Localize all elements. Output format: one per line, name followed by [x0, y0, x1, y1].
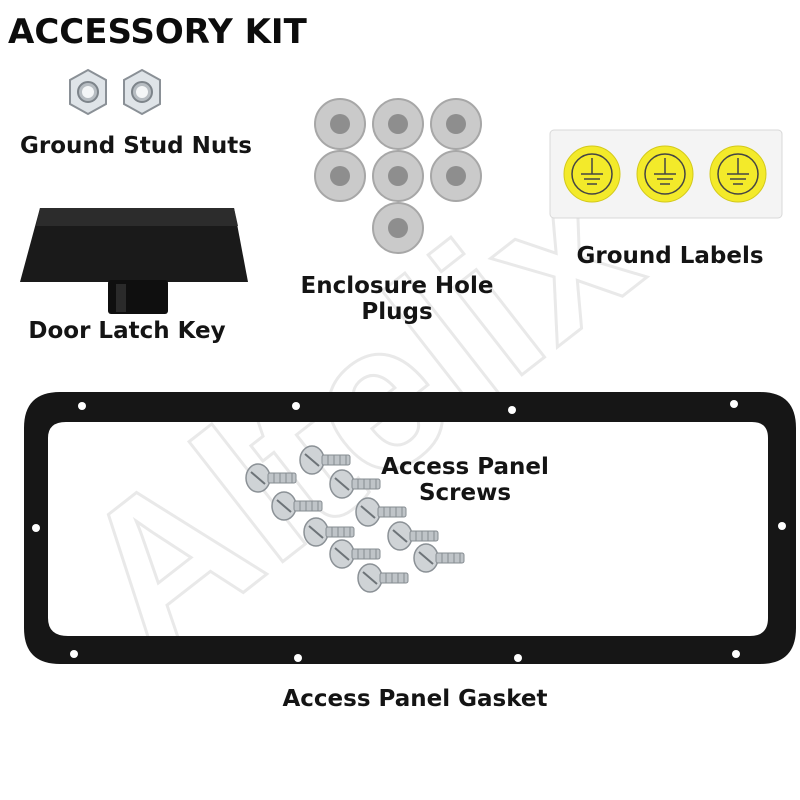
enclosure-hole-plugs-label-line1: Enclosure Hole	[300, 273, 494, 299]
enclosure-hole-plugs-image	[314, 98, 482, 254]
ground-stud-nuts-label: Ground Stud Nuts	[20, 133, 252, 159]
ground-stud-nuts-image	[69, 68, 161, 116]
access-panel-screws-label-line2: Screws	[418, 480, 512, 506]
ground-symbol-icon	[709, 145, 767, 203]
ground-symbol-icon	[563, 145, 621, 203]
hole-plug-icon	[430, 150, 482, 202]
gasket-holes	[32, 400, 786, 662]
door-latch-key-image	[20, 208, 248, 314]
ground-labels-label: Ground Labels	[576, 243, 764, 269]
hole-plug-icon	[372, 202, 424, 254]
screw-icon	[271, 491, 323, 521]
screw-icon	[357, 563, 409, 593]
page-title: ACCESSORY KIT	[8, 12, 307, 52]
hole-plug-icon	[430, 98, 482, 150]
screw-icon	[413, 543, 465, 573]
hole-plug-icon	[372, 150, 424, 202]
hole-plug-icon	[314, 150, 366, 202]
screw-icon	[245, 463, 297, 493]
hex-nut-icon	[69, 68, 107, 116]
access-panel-gasket-label: Access Panel Gasket	[282, 686, 548, 712]
access-panel-gasket-image	[24, 392, 796, 664]
hole-plug-icon	[372, 98, 424, 150]
hole-plug-icon	[314, 98, 366, 150]
ground-labels-image	[549, 129, 783, 219]
access-panel-screws-label-line1: Access Panel	[381, 454, 549, 480]
hex-nut-icon	[123, 68, 161, 116]
ground-symbol-icon	[636, 145, 694, 203]
door-latch-key-label: Door Latch Key	[28, 318, 226, 344]
enclosure-hole-plugs-label-line2: Plugs	[361, 299, 433, 325]
